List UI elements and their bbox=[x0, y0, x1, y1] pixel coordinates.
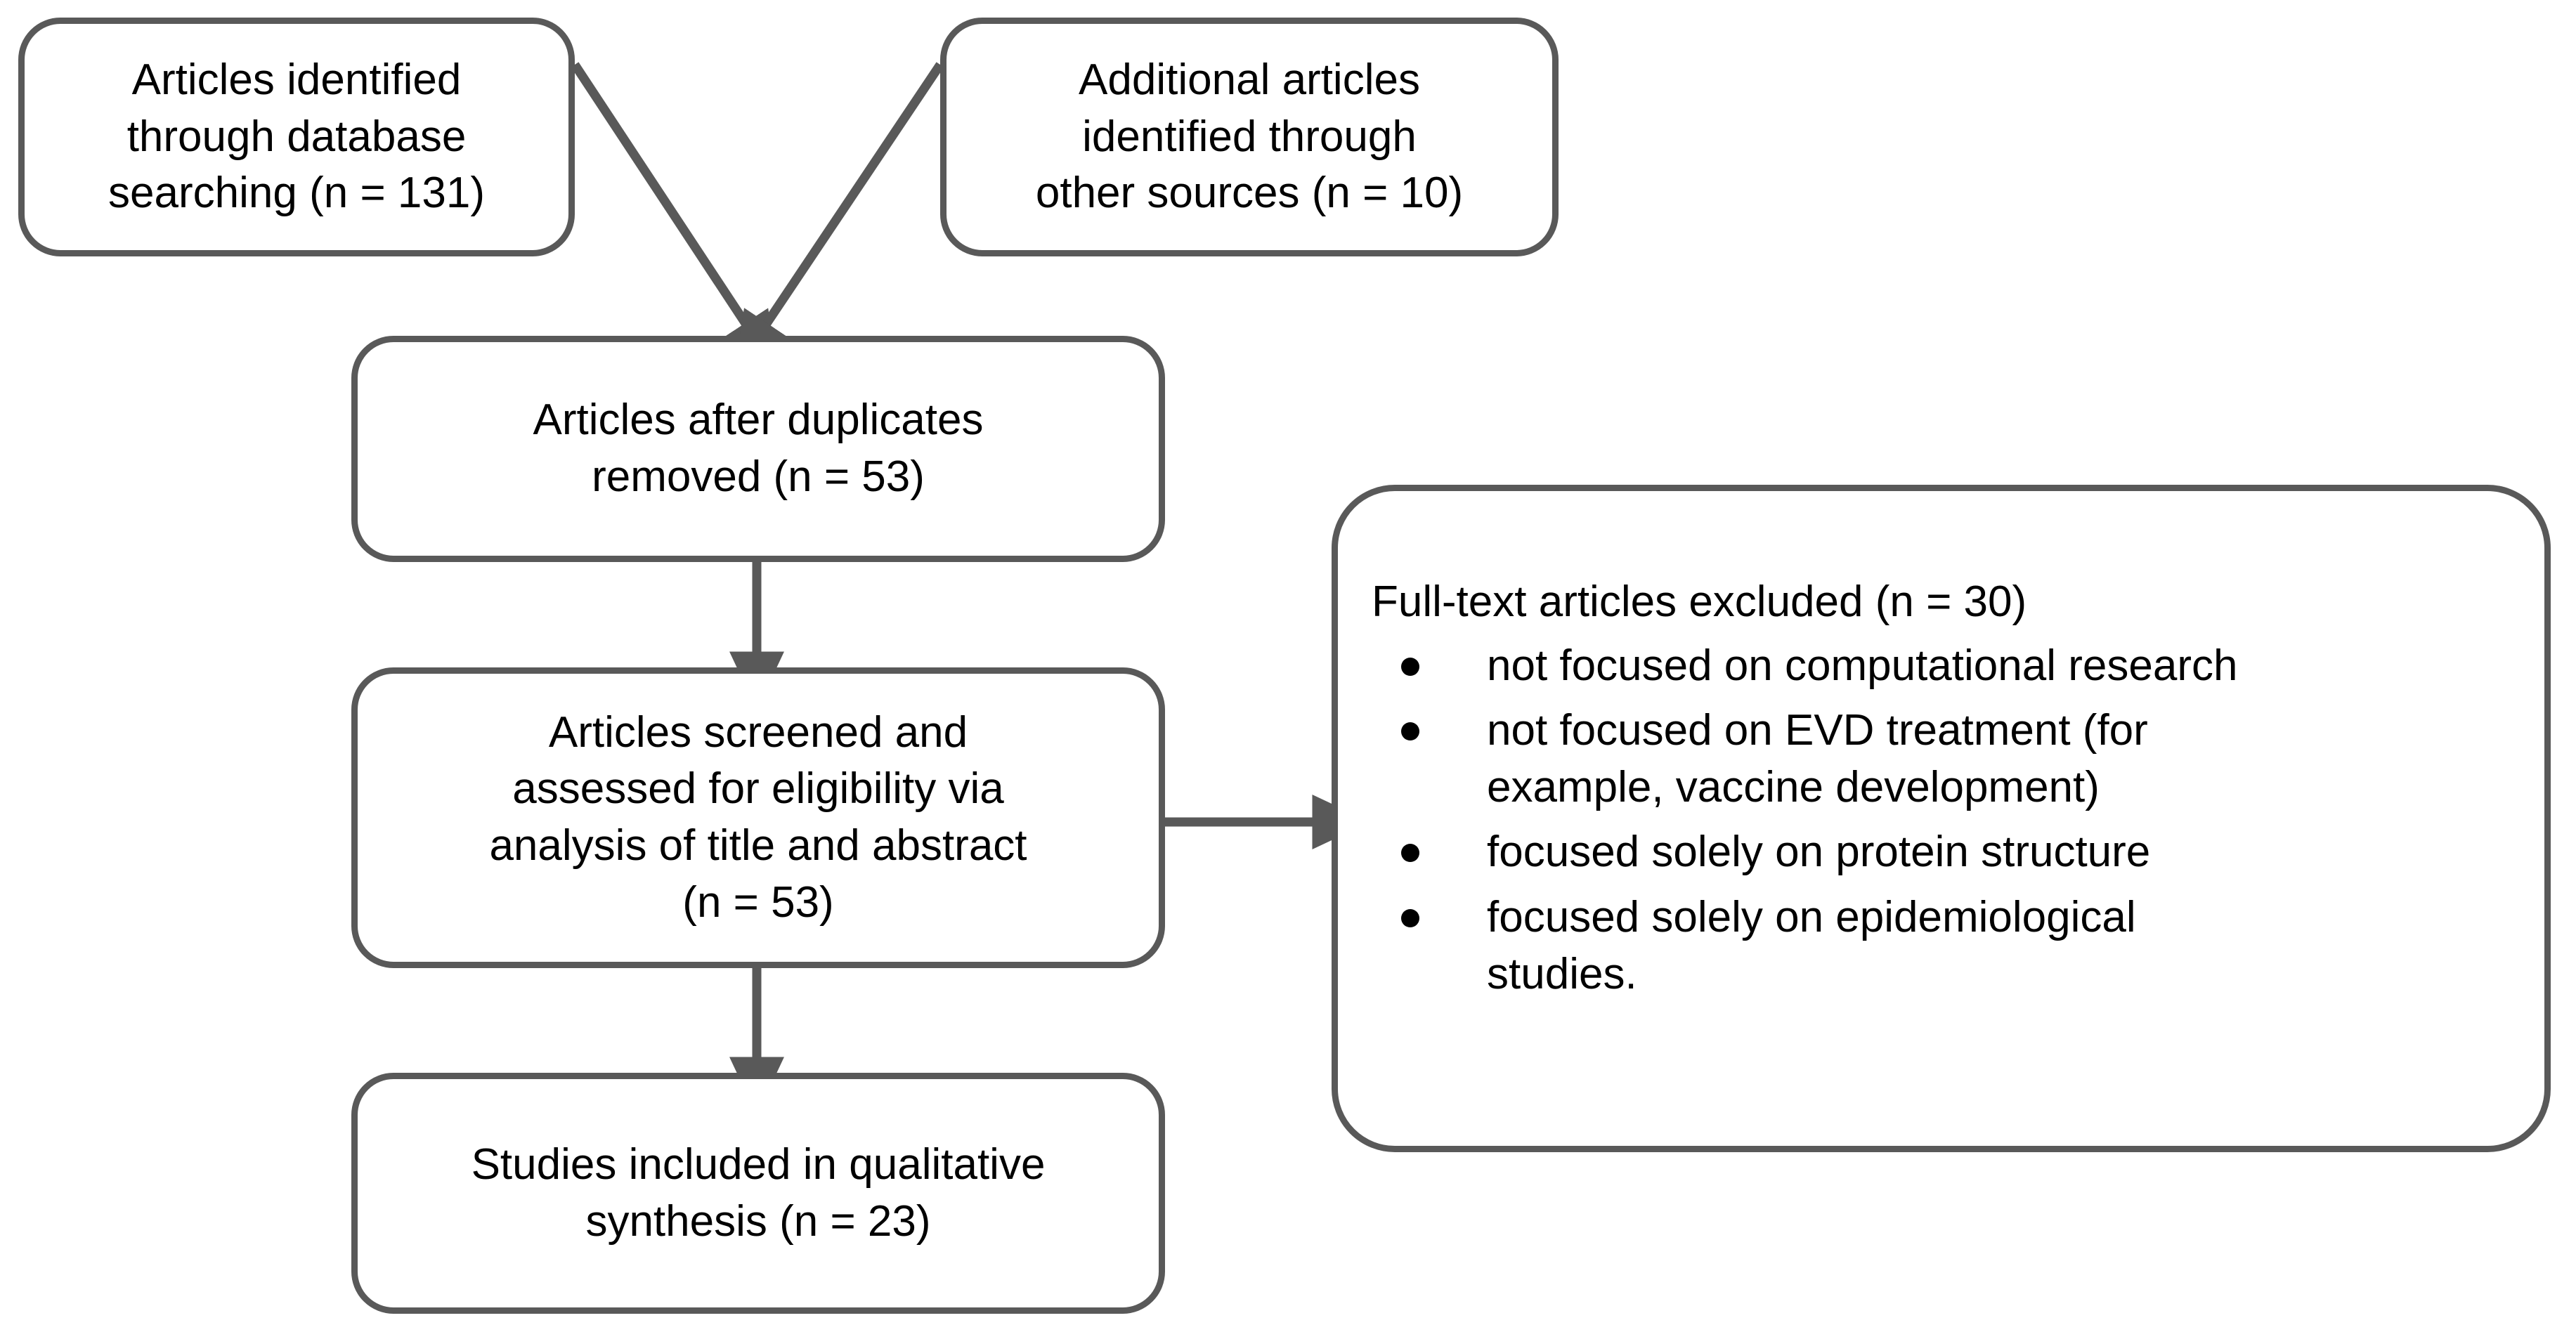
box-articles-identified-other-sources: Additional articles identified through o… bbox=[940, 18, 1559, 256]
exclusion-reason-text: example, vaccine development) bbox=[1487, 762, 2100, 811]
box-line: (n = 53) bbox=[682, 877, 834, 927]
bullet-icon bbox=[1401, 722, 1419, 741]
box-line: other sources (n = 10) bbox=[1035, 169, 1464, 218]
box-line: searching (n = 131) bbox=[108, 169, 485, 218]
exclusion-reason-text: focused solely on epidemiological bbox=[1487, 892, 2136, 941]
arrow-other-sources-to-duplicates bbox=[734, 62, 944, 372]
excluded-reason-list: not focused on computational research no… bbox=[1372, 638, 2509, 1012]
exclusion-reason-item: not focused on computational research bbox=[1372, 638, 2509, 695]
box-line: assessed for eligibility via bbox=[512, 764, 1004, 814]
box-articles-after-duplicates-removed: Articles after duplicates removed (n = 5… bbox=[351, 336, 1165, 562]
box-line: through database bbox=[126, 112, 467, 161]
box-line: Studies included in qualitative bbox=[471, 1140, 1046, 1189]
box-line: identified through bbox=[1082, 112, 1417, 161]
box-full-text-articles-excluded: Full-text articles excluded (n = 30) not… bbox=[1332, 485, 2551, 1152]
box-line: Articles identified bbox=[131, 56, 462, 105]
exclusion-reason-item: focused solely on protein structure bbox=[1372, 824, 2509, 881]
box-line: removed (n = 53) bbox=[592, 452, 925, 501]
excluded-heading: Full-text articles excluded (n = 30) bbox=[1372, 577, 2027, 626]
box-line: synthesis (n = 23) bbox=[585, 1196, 931, 1246]
box-line: analysis of title and abstract bbox=[489, 821, 1027, 870]
box-articles-identified-database: Articles identified through database sea… bbox=[18, 18, 575, 256]
box-line: Additional articles bbox=[1079, 56, 1420, 105]
bullet-icon bbox=[1401, 657, 1419, 676]
exclusion-reason-text: studies. bbox=[1487, 949, 1637, 998]
exclusion-reason-item: not focused on EVD treatment (for exampl… bbox=[1372, 703, 2509, 816]
exclusion-reason-text: focused solely on protein structure bbox=[1487, 828, 2151, 877]
bullet-icon bbox=[1401, 844, 1419, 863]
exclusion-reason-text: not focused on EVD treatment (for bbox=[1487, 706, 2148, 755]
exclusion-reason-text: not focused on computational research bbox=[1487, 641, 2238, 690]
arrow-db-search-to-duplicates bbox=[571, 62, 778, 372]
exclusion-reason-item: focused solely on epidemiological studie… bbox=[1372, 889, 2509, 1003]
box-studies-included-qualitative-synthesis: Studies included in qualitative synthesi… bbox=[351, 1073, 1165, 1314]
box-articles-screened-assessed: Articles screened and assessed for eligi… bbox=[351, 667, 1165, 968]
bullet-icon bbox=[1401, 908, 1419, 927]
box-line: Articles screened and bbox=[548, 707, 968, 757]
box-line: Articles after duplicates bbox=[533, 396, 984, 445]
